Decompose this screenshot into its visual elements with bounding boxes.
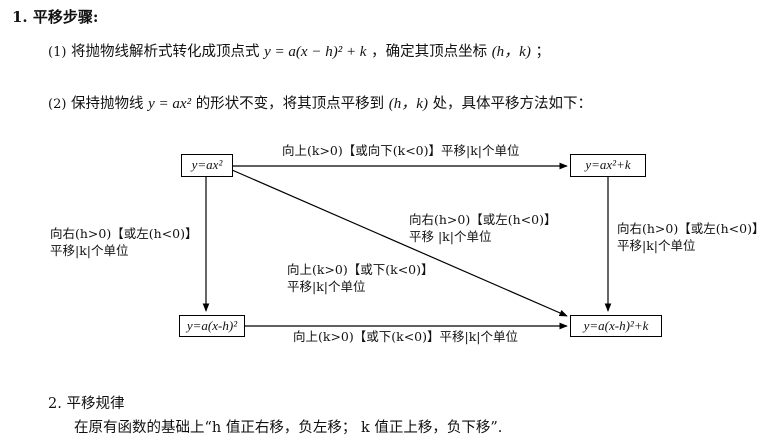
diagonal-label-a-line1: 向右(h>0)【或左(h<0)】 — [409, 212, 557, 227]
right-arrow-label-line1: 向右(h>0)【或左(h<0)】 — [617, 221, 765, 236]
rule-title: 2. 平移规律 — [48, 396, 125, 412]
step-1-vertex: (h，k) — [491, 44, 531, 60]
rule-text: 在原有函数的基础上“h 值正右移，负左移； k 值正上移，负下移”. — [74, 420, 503, 436]
left-arrow-label-line2: 平移|k|个单位 — [50, 243, 129, 258]
step-2-text-c: 处，具体平移方法如下： — [432, 96, 593, 112]
section-heading: 1. 平移步骤: — [12, 8, 99, 26]
step-2-vertex: (h，k) — [388, 96, 428, 112]
step-1-number: (1) — [48, 45, 67, 60]
step-1-text-b: ，确定其顶点坐标 — [371, 44, 488, 60]
diagonal-label-a-line2: 平移 |k|个单位 — [409, 229, 492, 244]
box-combined-shift-function: y=a(x-h)²+k — [570, 315, 662, 337]
step-2-text-b: 的形状不变，将其顶点平移到 — [195, 96, 385, 112]
arrow-diagonal — [231, 169, 568, 317]
step-2-number: (2) — [48, 97, 67, 112]
box-original-function: y=ax² — [181, 154, 233, 177]
step-1-text-a: 将抛物线解析式转化成顶点式 — [71, 44, 260, 60]
step-2: (2) 保持抛物线 y = ax² 的形状不变，将其顶点平移到 (h，k) 处，… — [48, 92, 592, 113]
left-arrow-label-line1: 向右(h>0)【或左(h<0)】 — [50, 226, 198, 241]
step-2-text-a: 保持抛物线 — [71, 96, 144, 112]
top-arrow-label: 向上(k>0)【或向下(k<0)】平移|k|个单位 — [282, 143, 520, 158]
step-1-text-c: ； — [535, 44, 550, 60]
diagonal-label-b-line2: 平移|k|个单位 — [287, 279, 366, 294]
right-arrow-label-line2: 平移|k|个单位 — [617, 238, 696, 253]
step-2-formula: y = ax² — [148, 96, 192, 112]
box-horizontal-shift-function: y=a(x-h)² — [179, 315, 245, 337]
diagonal-label-b-line1: 向上(k>0)【或下(k<0)】 — [287, 262, 434, 277]
step-1: (1) 将抛物线解析式转化成顶点式 y = a(x − h)² + k ，确定其… — [48, 40, 550, 61]
step-1-formula: y = a(x − h)² + k — [264, 44, 367, 60]
box-vertical-shift-function: y=ax²+k — [570, 154, 646, 177]
bottom-arrow-label: 向上(k>0)【或下(k<0)】平移|k|个单位 — [293, 329, 519, 344]
